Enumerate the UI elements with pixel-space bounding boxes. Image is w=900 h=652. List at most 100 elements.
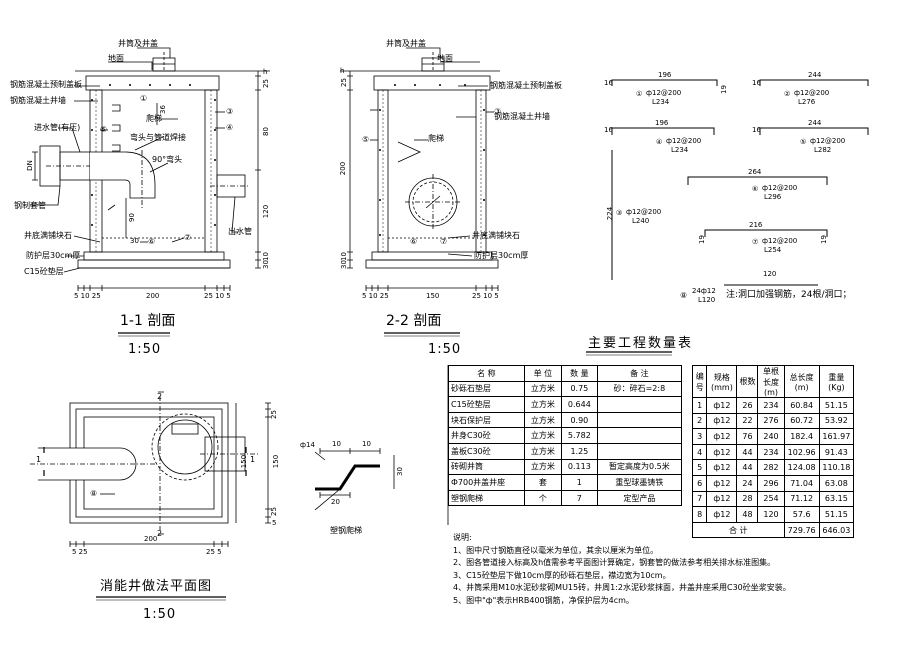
label-cover-slab-2: 钢筋混凝土预制盖板 [490,81,562,90]
steel-header-weight: 重量 (Kg) [818,365,855,398]
rebar-4-circle: ④ [656,138,663,146]
rebar-8-note: 注:洞口加强钢筋，24根/洞口； [726,290,852,300]
label-wall: 钢筋混凝土井墙 [10,96,66,105]
rebar-7-side: 19 [819,235,828,244]
rebar-5-circle: ⑤ [800,138,807,146]
rebar-8-total: L120 [698,296,716,304]
rebar-8-circle: ⑧ [680,291,688,300]
plan-dim-25a: 25 [269,410,278,419]
plan-scale: 1:50 [143,607,177,622]
qty-header-amount: 数 量 [560,365,598,382]
rebar-6-len-a: 264 [748,168,762,176]
dim-90: 90 [127,213,136,222]
rebar-8-len-a: 120 [763,270,777,278]
label-cushion: C15砼垫层 [24,267,64,276]
label-shaft-cover-2: 井筒及井盖 [386,39,426,48]
plan-dim-bottom-left: 5 25 [72,548,88,556]
label-ladder: 爬梯 [146,114,162,123]
steel-table: 编号 规格 (mm) 根数 单根长度 (m) 总长度 (m) 重量 (Kg) 1… [691,365,855,539]
marker-5: ⑤ [100,125,108,134]
rebar-5-len-a: 244 [808,119,822,127]
steel-total-row: 合 计 729.76 646.03 [692,521,855,539]
label-shaft-cover: 井筒及井盖 [118,39,158,48]
label-riprap-2: 井底满铺块石 [472,231,520,240]
rebar-5-spec: ф12@200 [810,137,846,145]
plan-mark-1-right: 1 [250,455,256,464]
rebar-1-total: L234 [652,98,670,106]
label-wall-2: 钢筋混凝土井墙 [494,112,550,121]
marker-6-2: ⑥ [410,237,418,246]
steel-total-weight: 646.03 [818,521,855,539]
rebar-1-len-b: 16 [604,79,613,87]
qty-header-row: 名 称 单 位 数 量 备 注 [448,365,683,382]
dim-200-2: 200 [339,161,348,176]
ladder-dim-10a: 10 [332,440,341,448]
dim-120: 120 [262,204,271,219]
plan-dim-bottom-right: 25 5 [206,548,222,556]
rebar-7-len-b: 19 [697,235,706,244]
steel-header-no: 编号 [691,365,708,398]
dim-h-2: h [340,67,345,75]
rebar-7-total: L254 [764,246,782,254]
rebar-5-len-b: 16 [752,126,761,134]
marker-3-2: ③ [494,107,502,116]
ladder-title: 塑钢爬梯 [330,526,362,535]
ladder-dim-10b: 10 [362,440,371,448]
dim-bottom-right: 25 10 5 [204,292,231,300]
rebar-shapes [611,79,869,286]
rebar-4-total: L234 [671,146,689,154]
dim-bottom-center-2: 150 [426,292,440,300]
rebar-3-spec: ф12@200 [626,208,662,216]
rebar-2-spec: ф12@200 [794,89,830,97]
label-ground-2: 地面 [437,54,453,63]
marker-7-2: ⑦ [440,237,448,246]
notes-title: 说明: [453,533,472,542]
steel-header-total: 总长度 (m) [783,365,820,398]
rebar-7-circle: ⑦ [752,238,759,246]
label-inlet: 进水管(有压) [34,123,81,132]
plan-dim-25b: 25 [269,507,278,516]
rebar-3-total: L240 [632,217,650,225]
dim-bottom-center: 200 [146,292,160,300]
section-1-1-title: 1-1 剖面 [120,313,176,329]
note-item: 3、C15砼垫层下做10cm厚的砂砾石垫层，襟边宽为10cm。 [453,570,671,580]
dim-30-2: 30 [339,260,348,269]
dim-30: 30 [261,260,270,269]
label-steel-sleeve: 钢制套管 [14,201,46,210]
plan-drawing [30,391,271,547]
plan-mark-1-left: 1 [36,455,42,464]
label-riprap: 井底满铺块石 [24,231,72,240]
rebar-2-len-b: 16 [752,79,761,87]
rebar-6-circle: ⑥ [752,185,759,193]
dim-80: 80 [261,127,270,136]
section-2-2-title: 2-2 剖面 [386,313,442,329]
rebar-1-side: 19 [719,85,728,94]
marker-7: ⑦ [184,233,192,242]
steel-header-single: 单根长度 (m) [757,365,785,398]
rebar-1-circle: ① [636,90,643,98]
label-protect-2: 防护层30cm厚 [474,251,529,260]
qty-table-title: 主要工程数量表 [588,336,694,351]
dim-bottom-left: 5 10 25 [74,292,101,300]
note-item: 4、井筒采用M10水泥砂浆砌MU15砖，井周1:2水泥砂浆抹面，井盖井座采用C3… [453,583,791,592]
marker-6: ⑥ [148,237,156,246]
dim-25: 25 [261,79,270,88]
notes-block: 说明: 1、图中尺寸钢筋直径以毫米为单位，其余以厘米为单位。 2、图各管道接入标… [453,532,791,607]
steel-total-label: 合 计 [692,521,785,539]
label-outlet: 出水管 [228,227,252,236]
rebar-7-len-a: 216 [749,221,763,229]
rebar-8-spec: 24ф12 [692,287,716,295]
rebar-4-len-a: 196 [655,119,669,127]
rebar-2-len-a: 244 [808,71,822,79]
ladder-dim-30: 30 [395,467,404,476]
